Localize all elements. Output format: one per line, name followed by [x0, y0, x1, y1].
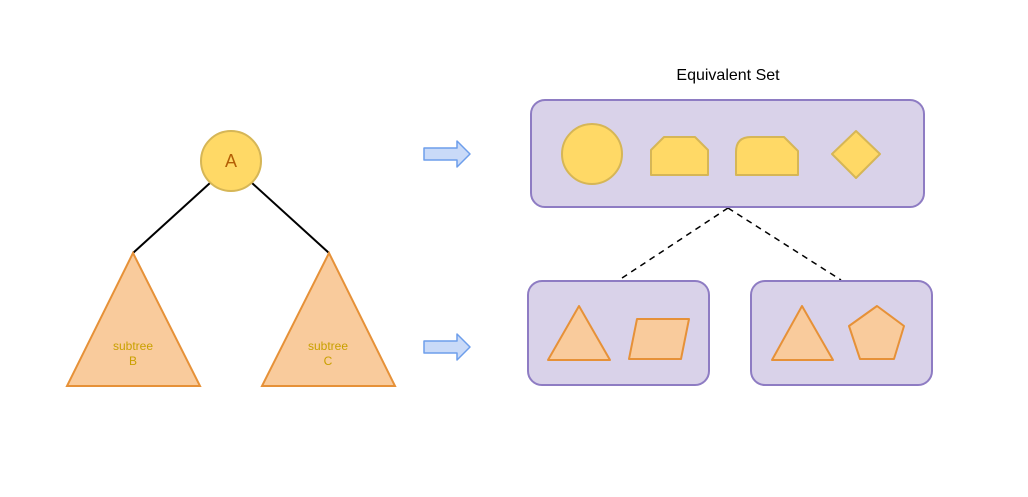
subtree-b-label-line1: subtree — [113, 339, 153, 353]
dashed-edge-right — [727, 207, 842, 281]
subtree-b-label-line2: B — [129, 354, 137, 368]
subtree-c-label-line2: C — [324, 354, 333, 368]
root-node-label: A — [225, 151, 237, 171]
root-node — [200, 130, 262, 192]
pentagon-icon — [848, 305, 905, 360]
equivalent-set-title: Equivalent Set — [676, 67, 780, 84]
diamond-icon — [831, 130, 881, 179]
subtree-c-label-line1: subtree — [308, 339, 348, 353]
edge-root-right — [251, 182, 330, 254]
triangle-icon — [547, 305, 611, 361]
arrow-right-icon — [423, 333, 471, 361]
dashed-edge-left — [618, 207, 729, 281]
clipped-rectangle-icon — [650, 136, 709, 176]
equivalent-set-top-group — [530, 99, 925, 208]
parallelogram-icon — [628, 318, 690, 360]
circle-icon — [561, 123, 623, 185]
equivalent-set-right-group — [750, 280, 933, 386]
edge-root-left — [132, 182, 211, 254]
arrow-right-icon — [423, 140, 471, 168]
rounded-clipped-rectangle-icon — [735, 136, 799, 176]
subtree-c-triangle — [260, 250, 397, 387]
subtree-b-triangle — [65, 250, 202, 387]
triangle-icon — [771, 305, 834, 361]
